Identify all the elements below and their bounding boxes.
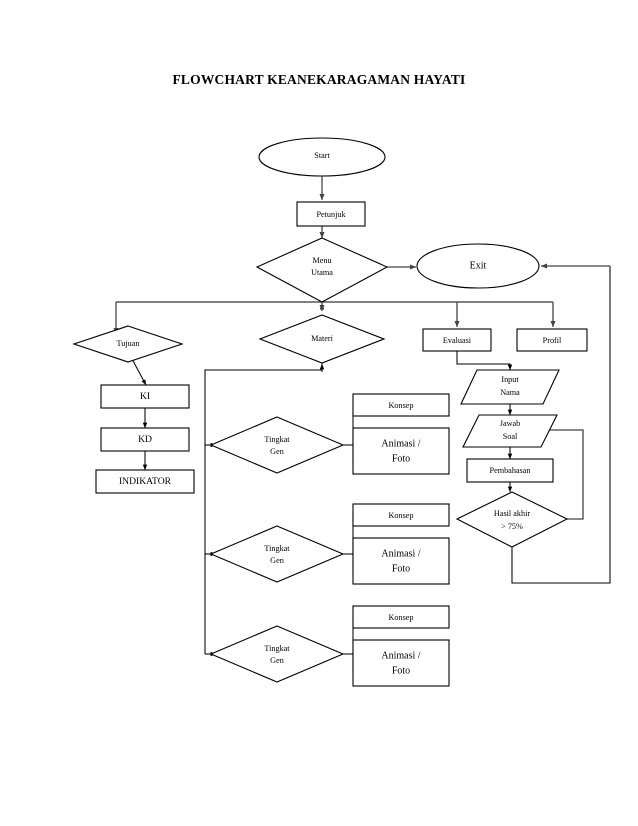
indikator-label: INDIKATOR [119, 476, 172, 487]
menu-utama-label-line1: Menu [312, 256, 331, 265]
tingkat-gen-3-label-line1: Tingkat [264, 644, 290, 653]
ki-label: KI [140, 391, 150, 402]
konsep-2-rect [352, 503, 450, 527]
menu-utama-label-line2: Utama [311, 268, 333, 277]
node-start[interactable]: Start [258, 137, 386, 177]
kd-label: KD [138, 434, 152, 445]
evaluasi-rect [422, 328, 492, 352]
page-title: FLOWCHART KEANEKARAGAMAN HAYATI [172, 72, 466, 87]
node-tingkat-gen-1[interactable]: Tingkat Gen [209, 416, 345, 474]
animasi-foto-2-label-line2: Foto [392, 563, 410, 574]
konsep-3-rect [352, 605, 450, 629]
kd-rect [100, 427, 190, 452]
node-kd[interactable]: KD [100, 427, 190, 452]
node-animasi-foto-1[interactable]: Animasi / Foto [352, 427, 450, 475]
evaluasi-label: Evaluasi [443, 336, 472, 345]
petunjuk-rect [296, 201, 366, 227]
input-nama-label-line2: Nama [500, 388, 520, 397]
node-profil[interactable]: Profil [516, 328, 588, 352]
node-evaluasi[interactable]: Evaluasi [422, 328, 492, 352]
hasil-akhir-diamond [455, 491, 569, 548]
node-input-nama[interactable]: Input Nama [460, 369, 560, 405]
start-label: Start [314, 151, 330, 160]
jawab-soal-label-line2: Soal [503, 432, 518, 441]
tujuan-diamond [72, 325, 184, 363]
start-ellipse [258, 137, 386, 177]
node-tingkat-gen-3[interactable]: Tingkat Gen [209, 625, 345, 683]
konsep-1-rect [352, 393, 450, 417]
animasi-foto-1-rect [352, 427, 450, 475]
node-exit[interactable]: Exit [416, 243, 540, 289]
node-petunjuk[interactable]: Petunjuk [296, 201, 366, 227]
jawab-soal-label-line1: Jawab [500, 419, 520, 428]
tingkat-gen-2-diamond [209, 525, 345, 583]
animasi-foto-3-label-line1: Animasi / [381, 650, 420, 661]
node-konsep-2[interactable]: Konsep [352, 503, 450, 527]
hasil-akhir-label-line2: > 75% [501, 522, 523, 531]
animasi-foto-2-label-line1: Animasi / [381, 548, 420, 559]
node-ki[interactable]: KI [100, 384, 190, 409]
node-menu-utama[interactable]: Menu Utama [255, 237, 389, 303]
hasil-akhir-label-line1: Hasil akhir [494, 509, 530, 518]
node-konsep-1[interactable]: Konsep [352, 393, 450, 417]
tingkat-gen-1-diamond [209, 416, 345, 474]
node-tujuan[interactable]: Tujuan [72, 325, 184, 363]
tingkat-gen-2-label-line2: Gen [270, 556, 284, 565]
pembahasan-rect [466, 458, 554, 483]
konsep-3-label: Konsep [388, 613, 413, 622]
pembahasan-label: Pembahasan [490, 466, 531, 475]
tujuan-label: Tujuan [117, 339, 140, 348]
node-konsep-3[interactable]: Konsep [352, 605, 450, 629]
jawab-soal-parallelogram [462, 414, 558, 448]
node-tingkat-gen-2[interactable]: Tingkat Gen [209, 525, 345, 583]
tingkat-gen-3-label-line2: Gen [270, 656, 284, 665]
edge-tujuan-to-ki [126, 351, 147, 386]
input-nama-parallelogram [460, 369, 560, 405]
edge-materi-trunk [204, 363, 323, 654]
input-nama-label-line1: Input [501, 375, 519, 384]
tingkat-gen-2-label-line1: Tingkat [264, 544, 290, 553]
node-indikator[interactable]: INDIKATOR [95, 469, 195, 494]
tingkat-gen-1-label-line2: Gen [270, 447, 284, 456]
menu-utama-diamond [255, 237, 389, 303]
animasi-foto-3-rect [352, 639, 450, 687]
node-jawab-soal[interactable]: Jawab Soal [462, 414, 558, 448]
materi-diamond [258, 314, 386, 364]
profil-rect [516, 328, 588, 352]
ki-rect [100, 384, 190, 409]
exit-ellipse [416, 243, 540, 289]
materi-label: Materi [311, 334, 334, 343]
edge-hasilakhir-return-path [511, 266, 611, 584]
profil-label: Profil [543, 336, 562, 345]
node-materi[interactable]: Materi [258, 314, 386, 364]
edge-evaluasi-to-inputnama [456, 351, 513, 371]
node-pembahasan[interactable]: Pembahasan [466, 458, 554, 483]
animasi-foto-1-label-line2: Foto [392, 453, 410, 464]
tingkat-gen-1-label-line1: Tingkat [264, 435, 290, 444]
tingkat-gen-3-diamond [209, 625, 345, 683]
node-animasi-foto-3[interactable]: Animasi / Foto [352, 639, 450, 687]
exit-label: Exit [470, 260, 487, 271]
animasi-foto-3-label-line2: Foto [392, 665, 410, 676]
node-hasil-akhir[interactable]: Hasil akhir > 75% [455, 491, 569, 548]
animasi-foto-1-label-line1: Animasi / [381, 438, 420, 449]
indikator-rect [95, 469, 195, 494]
petunjuk-label: Petunjuk [316, 210, 346, 219]
animasi-foto-2-rect [352, 537, 450, 585]
edge-hasilakhir-loop-to-jawabsoal [540, 427, 584, 520]
node-animasi-foto-2[interactable]: Animasi / Foto [352, 537, 450, 585]
konsep-1-label: Konsep [388, 401, 413, 410]
konsep-2-label: Konsep [388, 511, 413, 520]
